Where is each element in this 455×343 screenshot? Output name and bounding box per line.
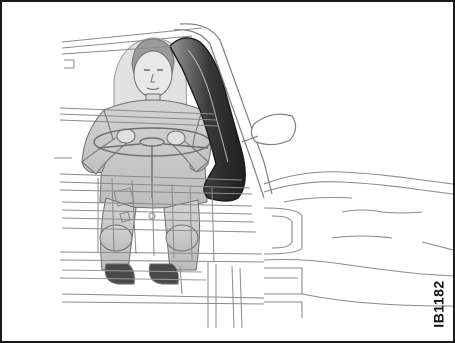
side-airbag-illustration xyxy=(2,2,453,341)
exterior-mirror xyxy=(242,114,296,144)
figure-code-text: IB1182 xyxy=(431,280,447,327)
figure-code-label: IB1182 xyxy=(431,275,447,333)
car-body-right xyxy=(264,172,453,318)
